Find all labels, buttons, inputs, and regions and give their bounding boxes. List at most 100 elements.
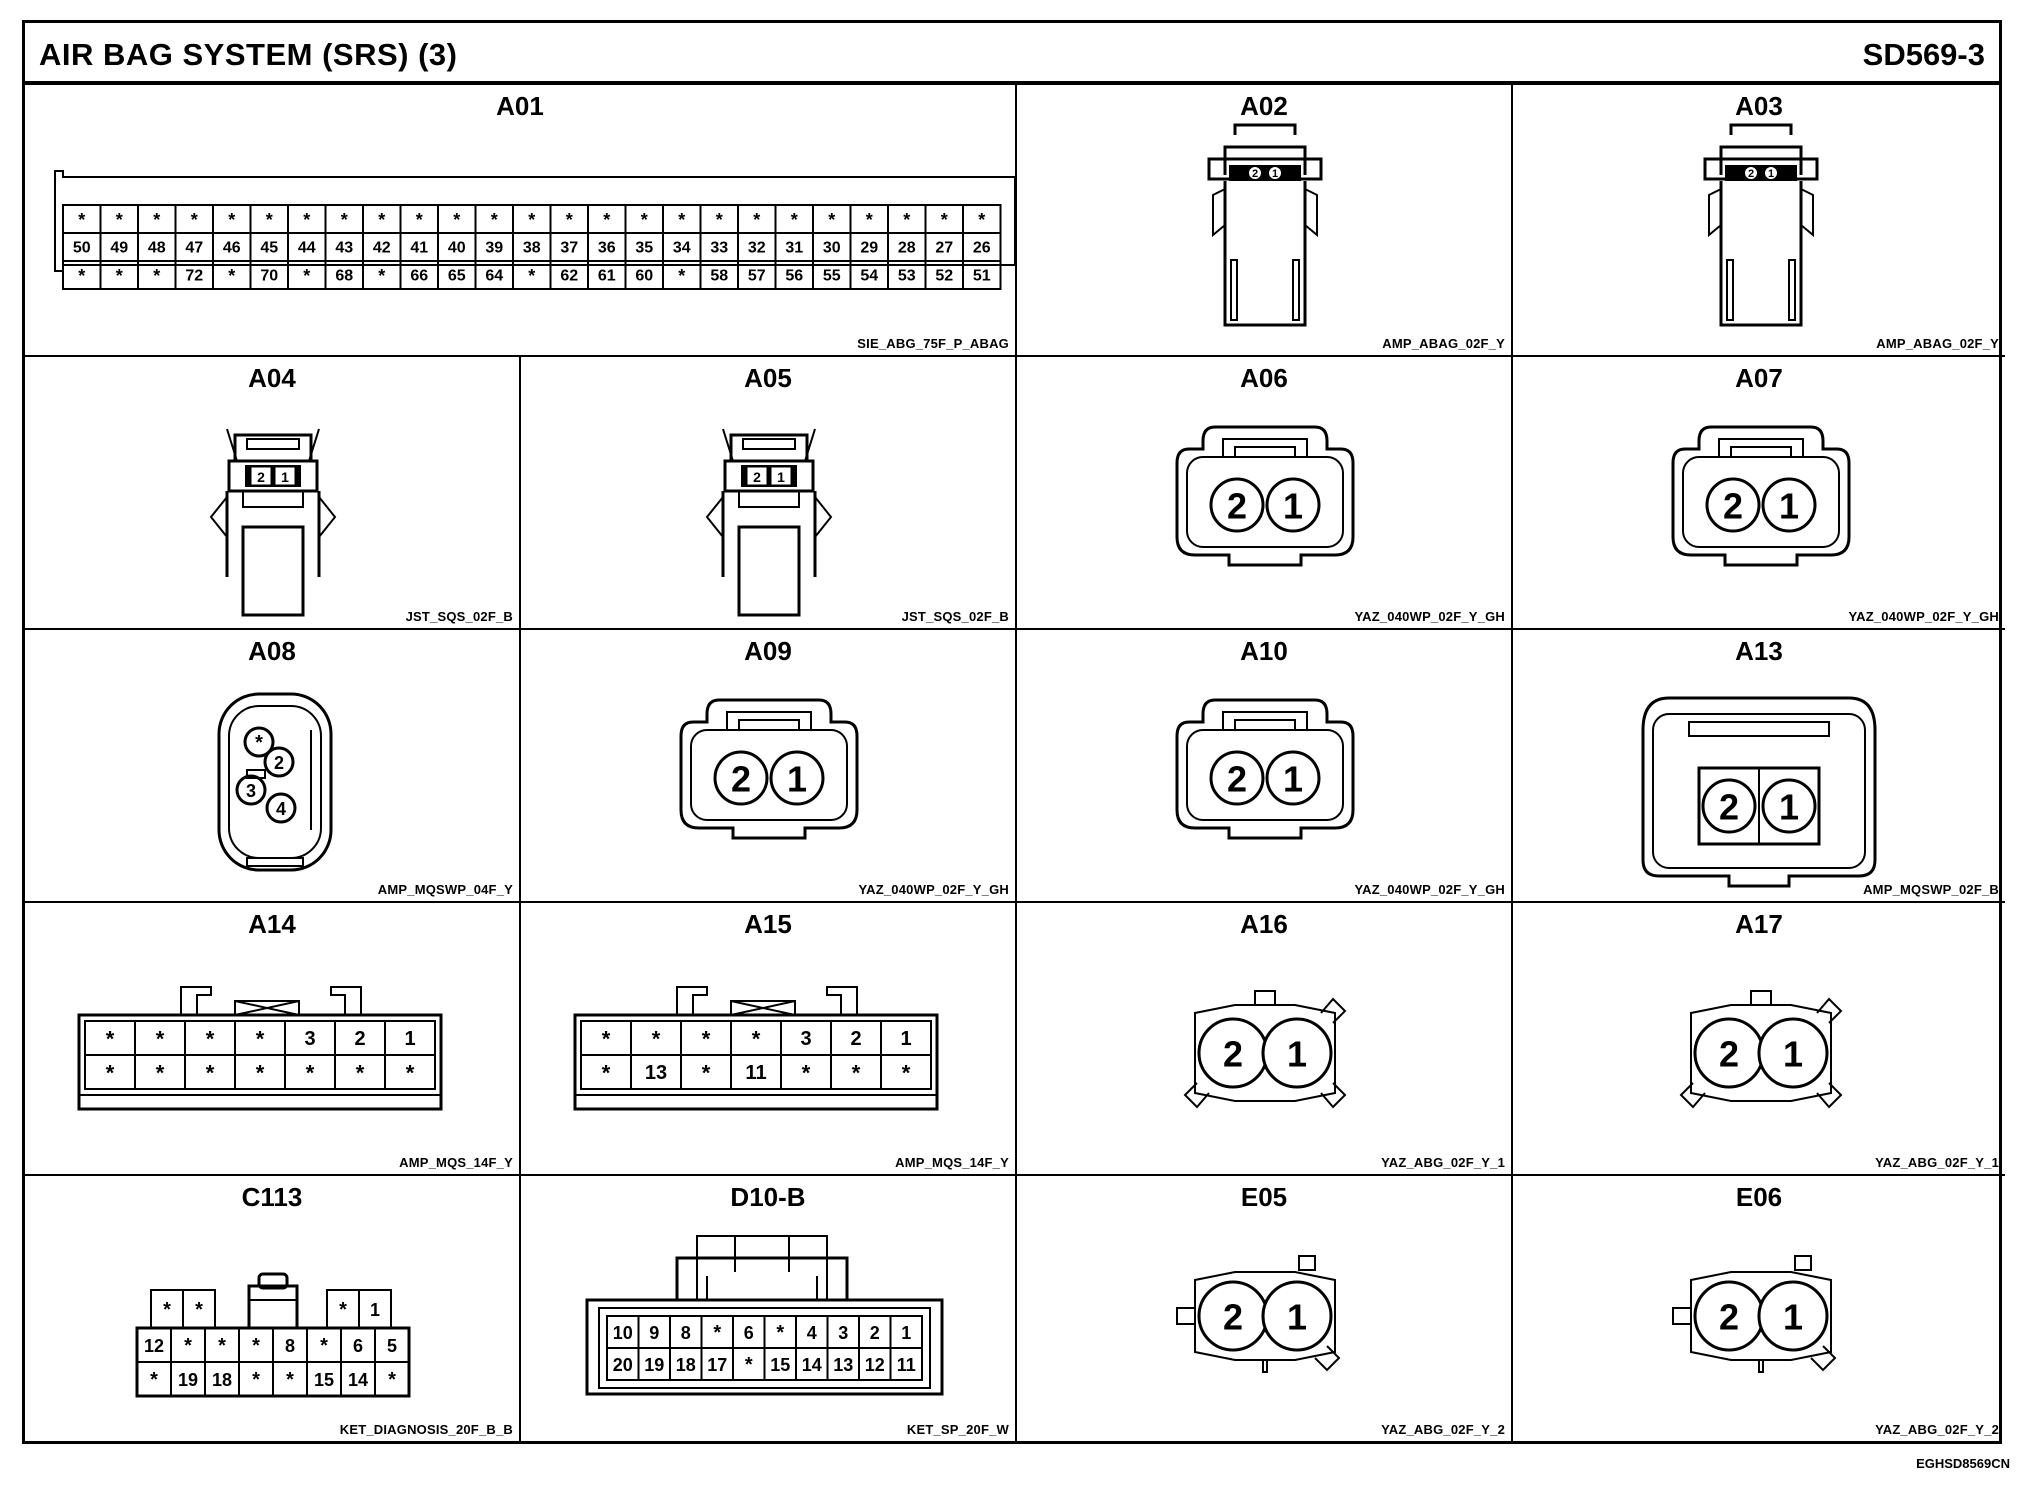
pin-label: * bbox=[339, 1299, 347, 1321]
pin-label: 38 bbox=[523, 240, 541, 257]
side-lock bbox=[209, 496, 337, 538]
pin-label: 18 bbox=[212, 1370, 232, 1390]
housing-outer bbox=[585, 1298, 944, 1396]
housing-inner bbox=[598, 1307, 931, 1389]
pin-circle bbox=[235, 774, 267, 806]
latch-outline bbox=[1729, 123, 1793, 135]
pin-label: 1 bbox=[777, 469, 785, 485]
connector-part-number: AMP_ABAG_02F_Y bbox=[1382, 336, 1505, 351]
pin-circle bbox=[1209, 750, 1265, 806]
pin-label: 2 bbox=[1719, 1034, 1739, 1075]
pin-label: * bbox=[191, 210, 198, 230]
pin-label: * bbox=[306, 1061, 315, 1086]
pin-label: 51 bbox=[973, 268, 991, 285]
latch-top bbox=[696, 1235, 828, 1300]
pin-cell bbox=[746, 466, 768, 486]
pin-label: 1 bbox=[1287, 1297, 1307, 1338]
housing-outer bbox=[1671, 425, 1851, 567]
pin-label: 40 bbox=[448, 240, 466, 257]
pin-label: 61 bbox=[598, 268, 616, 285]
pin-label: * bbox=[978, 210, 985, 230]
pin-label: 57 bbox=[748, 268, 766, 285]
pin-label: 1 bbox=[1283, 759, 1303, 800]
pin-label: 20 bbox=[613, 1355, 633, 1375]
side-tab bbox=[1672, 1307, 1692, 1325]
pin-label: 6 bbox=[353, 1336, 363, 1356]
pin-label: 8 bbox=[681, 1323, 691, 1343]
pin-label: 14 bbox=[802, 1355, 822, 1375]
connector-name: A17 bbox=[1735, 909, 1783, 939]
pin-label: 2 bbox=[1227, 759, 1247, 800]
pin-label: * bbox=[218, 1335, 226, 1357]
pin-label: 1 bbox=[281, 469, 289, 485]
pin-label: * bbox=[941, 210, 948, 230]
pin-label: 13 bbox=[645, 1062, 667, 1084]
pin-label: 36 bbox=[598, 240, 616, 257]
pin-label: 2 bbox=[1252, 168, 1258, 180]
sheet-header: AIR BAG SYSTEM (SRS) (3) SD569-3 bbox=[25, 23, 1999, 85]
connector-part-number: KET_DIAGNOSIS_20F_B_B bbox=[339, 1422, 513, 1437]
latch bbox=[1688, 721, 1830, 737]
pin-circle bbox=[1705, 477, 1761, 533]
pin-label: 18 bbox=[676, 1355, 696, 1375]
connector-name: A09 bbox=[744, 636, 792, 666]
pin-label: * bbox=[195, 1299, 203, 1321]
pin-cell bbox=[358, 1289, 392, 1329]
pin-label: * bbox=[702, 1027, 711, 1052]
latch bbox=[726, 711, 812, 730]
pin-label: 10 bbox=[613, 1323, 633, 1343]
pin-label: * bbox=[163, 1299, 171, 1321]
latch bbox=[247, 1284, 299, 1330]
pin-label: 1 bbox=[1779, 486, 1799, 527]
side-tab bbox=[1800, 188, 1814, 238]
pin-label: * bbox=[255, 732, 263, 754]
connector-part-number: YAZ_040WP_02F_Y_GH bbox=[858, 882, 1009, 897]
pin-label: * bbox=[378, 266, 385, 286]
connector-name: A01 bbox=[496, 91, 544, 121]
corner-key bbox=[1314, 1345, 1341, 1372]
pin-label: 2 bbox=[1227, 486, 1247, 527]
rail bbox=[1292, 259, 1300, 321]
pin-label: * bbox=[702, 1061, 711, 1086]
pin-label: 12 bbox=[865, 1355, 885, 1375]
pin-label: 46 bbox=[223, 240, 241, 257]
pin-divider bbox=[246, 769, 266, 779]
figure-code: EGHSD8569CN bbox=[1916, 1456, 2010, 1471]
pin-label: * bbox=[252, 1369, 260, 1391]
housing-collar bbox=[227, 459, 319, 493]
pin-label: 3 bbox=[304, 1028, 315, 1050]
pin-label: 2 bbox=[1748, 168, 1754, 180]
housing-top bbox=[1223, 145, 1307, 175]
pin-label: 70 bbox=[260, 268, 278, 285]
pin-label: 2 bbox=[731, 759, 751, 800]
pin-label: 26 bbox=[973, 240, 991, 257]
connector-name: E06 bbox=[1735, 1182, 1783, 1212]
housing-outer bbox=[1175, 698, 1355, 840]
stem bbox=[1758, 1359, 1764, 1373]
connector-part-number: AMP_MQSWP_02F_B bbox=[1863, 882, 1999, 897]
pin-cell bbox=[274, 466, 296, 486]
connector-part-number: YAZ_040WP_02F_Y_GH bbox=[1354, 609, 1505, 624]
pin-label: 4 bbox=[807, 1323, 817, 1343]
pin-label: 13 bbox=[833, 1355, 853, 1375]
connector-name: A06 bbox=[1240, 363, 1288, 393]
pin-label: 5 bbox=[387, 1336, 397, 1356]
pin-cell bbox=[889, 1347, 923, 1381]
stem bbox=[1262, 1359, 1268, 1373]
connector-part-number: YAZ_ABG_02F_Y_1 bbox=[1381, 1155, 1505, 1170]
pin-label: 34 bbox=[673, 240, 691, 257]
pin-label: 52 bbox=[935, 268, 953, 285]
housing-top bbox=[1719, 145, 1803, 175]
connector-name: A03 bbox=[1735, 91, 1783, 121]
pin-label: 19 bbox=[178, 1370, 198, 1390]
connector-part-number: AMP_MQS_14F_Y bbox=[895, 1155, 1009, 1170]
